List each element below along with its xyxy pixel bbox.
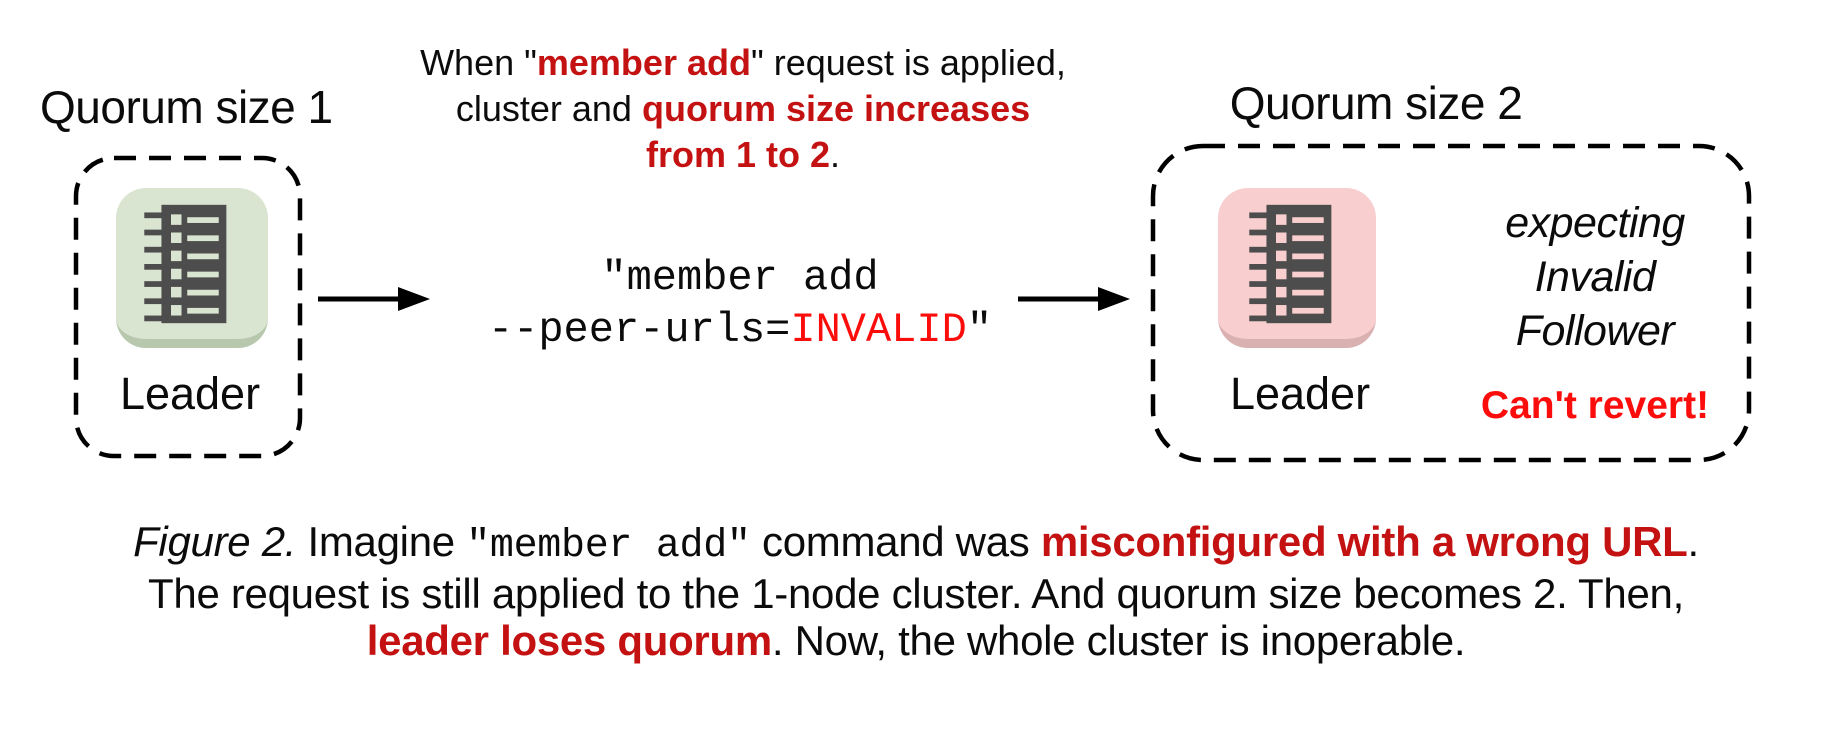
annotation-line-3: from 1 to 2. xyxy=(645,134,841,175)
ledger-icon xyxy=(144,204,227,323)
left-cluster-heading: Quorum size 1 xyxy=(40,81,333,133)
expecting-line-2: Invalid xyxy=(1534,253,1656,301)
left-leader-node xyxy=(116,188,268,348)
cant-revert-warning: Can't revert! xyxy=(1480,384,1710,427)
ledger-icon xyxy=(1249,204,1332,323)
left-cluster-dashed-box xyxy=(73,155,303,459)
caption-line-3: leader loses quorum. Now, the whole clus… xyxy=(366,617,1466,664)
invalid-url-value: INVALID xyxy=(790,306,967,354)
annotation-line-2: cluster and quorum size increases xyxy=(455,88,1031,129)
member-add-annotation: When "member add" request is applied, cl… xyxy=(418,40,1068,178)
right-leader-node xyxy=(1218,188,1376,348)
left-node-label: Leader xyxy=(119,368,261,419)
command-line-2: --peer-urls=INVALID" xyxy=(487,306,993,354)
expecting-invalid-follower-note: expecting Invalid Follower xyxy=(1440,196,1750,358)
expecting-line-3: Follower xyxy=(1515,307,1675,355)
right-node-label: Leader xyxy=(1229,368,1371,419)
figure-caption: Figure 2. Imagine "member add" command w… xyxy=(0,518,1832,664)
right-arrow-icon xyxy=(318,287,430,311)
caption-line-2: The request is still applied to the 1-no… xyxy=(148,570,1684,617)
member-add-command: "member add --peer-urls=INVALID" xyxy=(438,252,1042,356)
figure-label: Figure 2. xyxy=(133,518,297,565)
expecting-line-1: expecting xyxy=(1505,199,1685,247)
annotation-line-1: When "member add" request is applied, xyxy=(420,42,1066,83)
command-line-1: "member add xyxy=(601,254,879,302)
right-cluster-dashed-box xyxy=(1150,143,1752,463)
caption-line-1: Figure 2. Imagine "member add" command w… xyxy=(133,518,1699,569)
right-arrow-icon xyxy=(1018,287,1130,311)
right-cluster-heading: Quorum size 2 xyxy=(1229,77,1523,129)
